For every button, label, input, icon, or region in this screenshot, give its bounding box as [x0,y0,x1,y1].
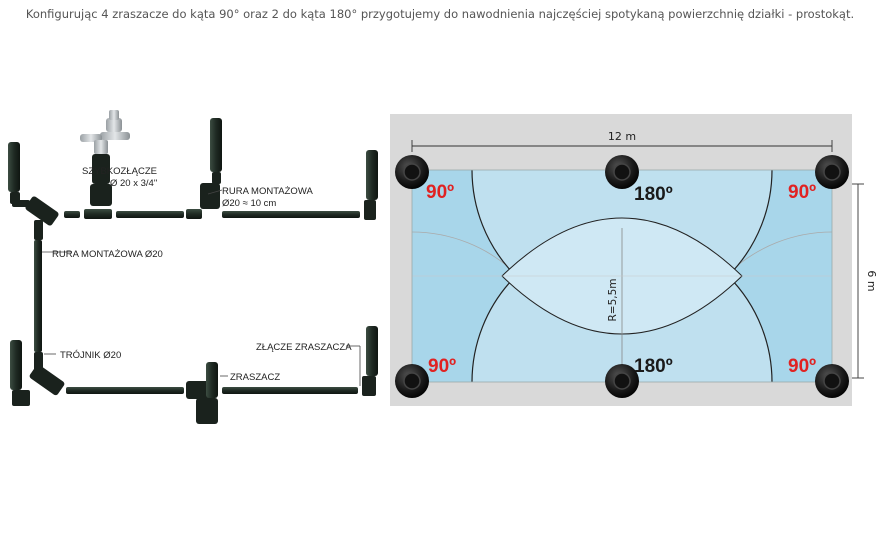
pipe-left-vertical [34,240,42,352]
sprinkler-head-icon [815,364,849,398]
sprinkler-head-icon [605,155,639,189]
width-dimension [411,140,833,152]
spray-coverage [412,170,832,382]
radius-label: R=5,5m [607,278,619,321]
width-label: 12 m [608,130,636,143]
sprinkler-head-icon [815,155,849,189]
pipe-left-label: RURA MONTAŻOWA Ø20 [52,249,163,260]
height-dimension [852,183,864,379]
sprinkler-head-icon [395,364,429,398]
angle-bottom-left: 90º [428,356,456,377]
sprinkler-head-icon [605,364,639,398]
sprinkler-top-left [8,142,30,207]
pipe-top-size: Ø20 ≈ 10 cm [222,198,276,209]
sprinkler-bottom-right [362,326,378,396]
angle-top-middle: 180º [634,184,673,205]
intro-text: Konfigurując 4 zraszacze do kąta 90° ora… [25,7,855,21]
leader-lines [42,189,361,386]
sprinkler-bottom-middle [196,362,218,424]
tee-fitting-bottom [29,352,65,396]
angle-bottom-right: 90º [788,356,816,377]
height-label: 6 m [865,270,878,291]
sprinkler-head-icon [395,155,429,189]
angle-top-left: 90º [426,182,454,203]
pipe-bottom-row [66,387,358,394]
sprinkler-label: ZRASZACZ [230,372,280,383]
sprinkler-top-right [364,150,378,220]
angle-bottom-middle: 180º [634,356,673,377]
quick-coupler-label: SZYBKOZŁĄCZE [82,166,157,177]
tee-label: TRÓJNIK Ø20 [60,350,121,361]
sprinkler-connector-label: ZŁĄCZE ZRASZACZA [256,342,352,353]
pipe-top-label: RURA MONTAŻOWA [222,186,313,197]
tee-fitting-middle [186,381,212,399]
sprinkler-bottom-left [10,340,30,406]
quick-coupler-size: Ø 20 x 3/4" [110,178,157,189]
tee-fitting-top [25,196,59,240]
angle-top-right: 90º [788,182,816,203]
quick-coupler [90,154,112,206]
water-tap-icon [80,110,130,154]
sprinkler-top-middle [200,118,222,209]
pipe-top-row [64,209,360,219]
